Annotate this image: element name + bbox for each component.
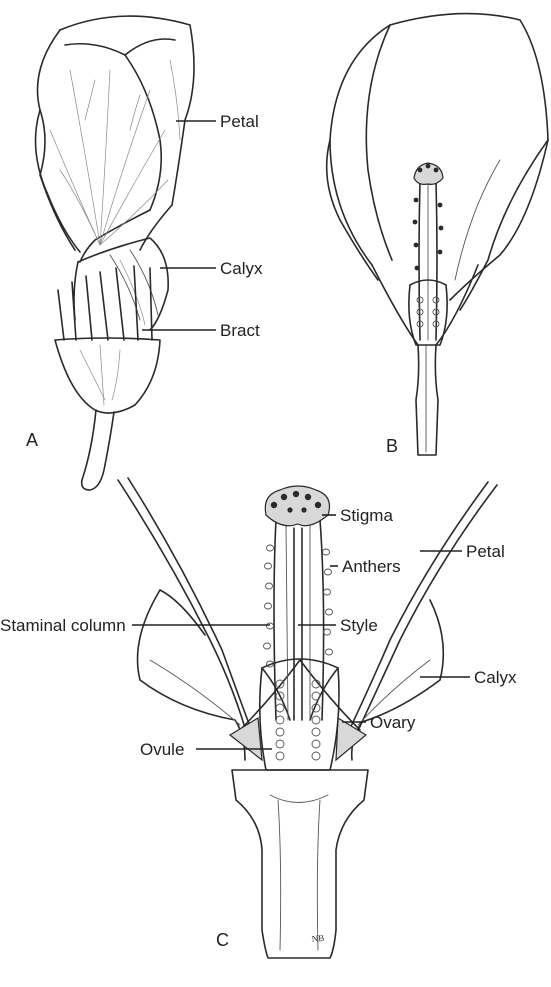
- panel-label-b: B: [386, 436, 398, 456]
- label-c-ovule: Ovule: [140, 740, 184, 759]
- label-a-petal: Petal: [220, 112, 259, 131]
- ovule-cluster: [276, 680, 320, 760]
- label-c-calyx: Calyx: [474, 668, 517, 687]
- label-a-bract: Bract: [220, 321, 260, 340]
- panel-label-a: A: [26, 430, 38, 450]
- label-c-style: Style: [340, 616, 378, 635]
- label-c-staminal-column: Staminal column: [0, 616, 126, 635]
- label-c-ovary: Ovary: [370, 713, 416, 732]
- flower-side-view-drawing: [36, 16, 195, 490]
- label-c-petal: Petal: [466, 542, 505, 561]
- flower-section-drawing: [327, 14, 548, 455]
- label-a-calyx: Calyx: [220, 259, 263, 278]
- artist-signature: NB: [311, 933, 324, 944]
- enlarged-section-drawing: [118, 478, 497, 958]
- panel-label-c: C: [216, 930, 229, 950]
- label-c-stigma: Stigma: [340, 506, 393, 525]
- label-c-anthers: Anthers: [342, 557, 401, 576]
